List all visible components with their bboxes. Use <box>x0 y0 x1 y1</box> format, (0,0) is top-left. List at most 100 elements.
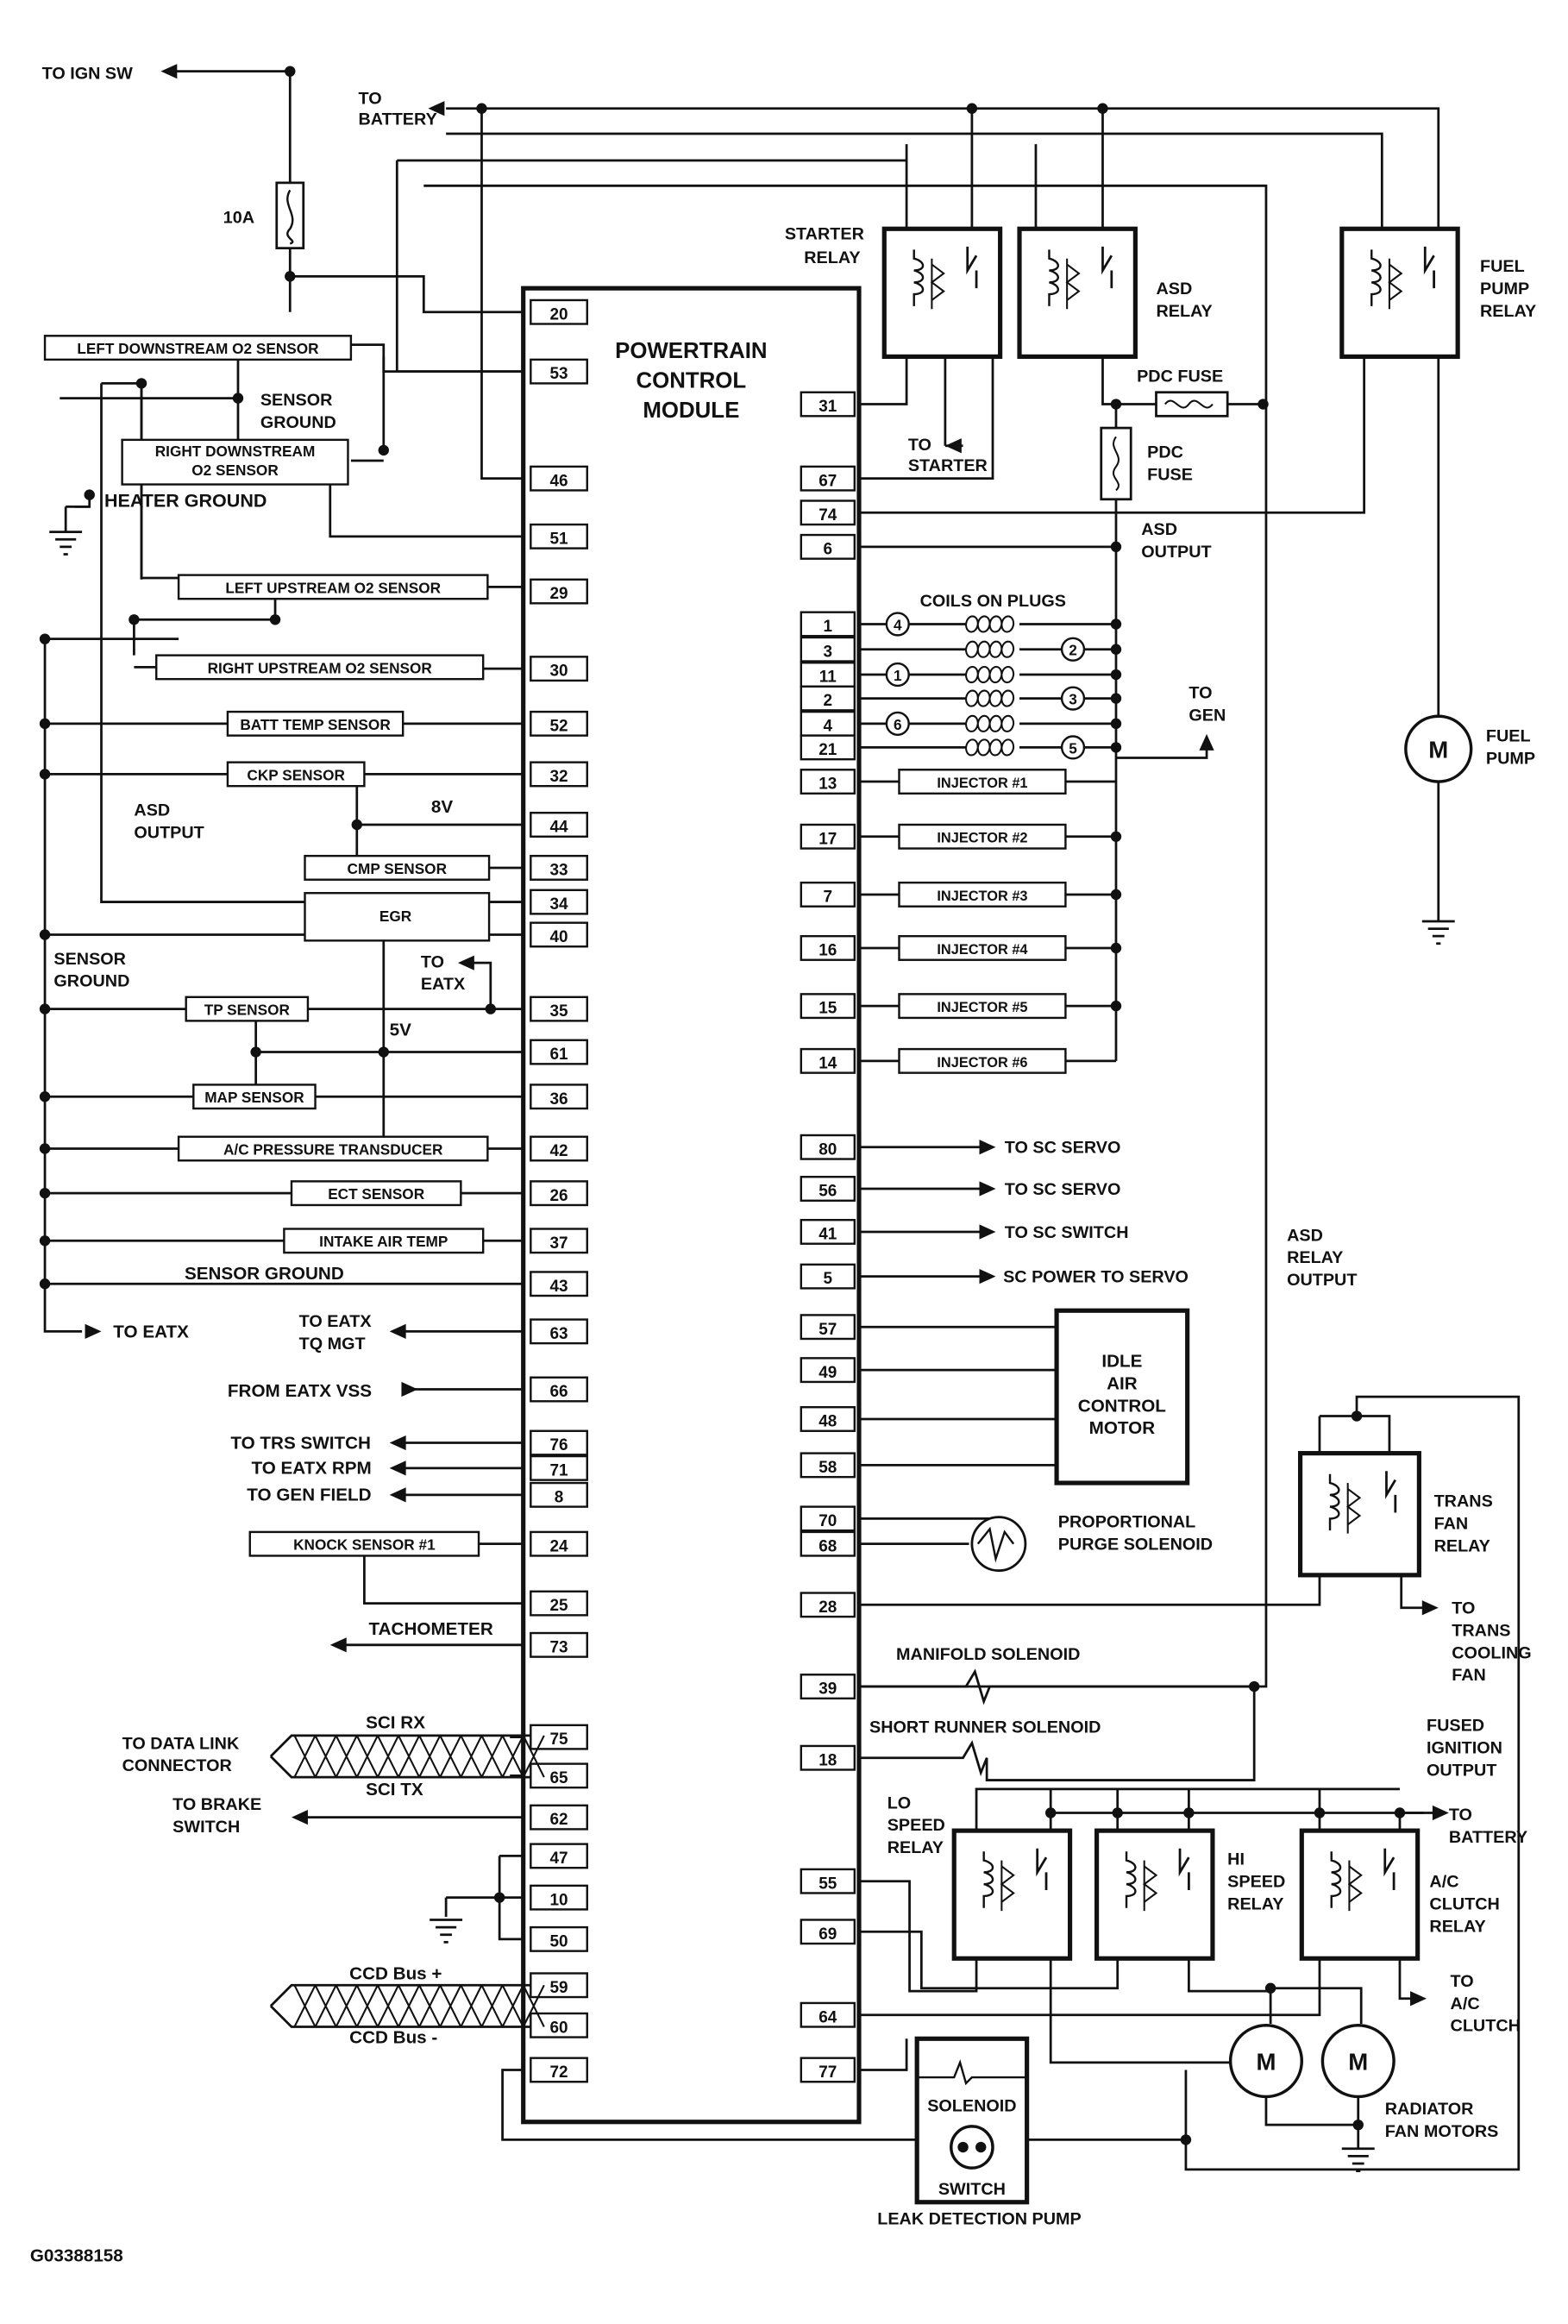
junction-dot <box>1110 1000 1122 1012</box>
idle-air-label: MOTOR <box>1089 1418 1156 1438</box>
pcm-pin-box-right <box>800 1530 856 1557</box>
from-eatx-vss-label: FROM EATX VSS <box>228 1381 372 1401</box>
to-starter-label: TO <box>908 436 931 455</box>
pcm-pin-box-left <box>530 996 588 1022</box>
sensor-ground-label: SENSOR <box>53 950 126 969</box>
wire <box>480 108 531 481</box>
relay-switch-icon <box>1178 1848 1190 1891</box>
pcm-pin-number: 67 <box>818 472 837 490</box>
motor-icon <box>1404 714 1473 783</box>
pcm-pin-number: 14 <box>818 1054 837 1072</box>
pcm-pin-number: 30 <box>550 663 568 681</box>
pcm-pin-box-right <box>800 823 856 850</box>
wire <box>329 484 531 538</box>
pcm-pin-box-right <box>800 1674 856 1700</box>
wire <box>1398 1958 1415 2001</box>
pcm-pin-number: 31 <box>818 398 837 416</box>
sci-bus <box>269 1734 531 1779</box>
pcm-pin-box-right <box>800 993 856 1020</box>
pcm-pin-number: 43 <box>550 1278 568 1296</box>
sensor-label: CKP SENSOR <box>247 766 345 783</box>
ect-sensor <box>290 1180 462 1207</box>
sensor-label: EGR <box>379 908 412 925</box>
pcm-pin-box-right <box>800 769 856 795</box>
coil-number: 6 <box>894 716 902 733</box>
ccd-minus-label: CCD Bus - <box>349 2027 437 2047</box>
relay-coil-icon <box>1330 1851 1342 1908</box>
sensor-label: RIGHT UPSTREAM O2 SENSOR <box>208 659 433 676</box>
junction-dot <box>378 444 389 456</box>
pcm-pin-number: 18 <box>818 1751 837 1769</box>
relay-zigzag <box>1000 1865 1015 1903</box>
5v-label: 5V <box>390 1021 411 1040</box>
asd-output-left-label: OUTPUT <box>134 823 204 842</box>
pcm-pin-box-right <box>800 1592 856 1618</box>
junction-dot <box>378 1046 389 1058</box>
sensor-label: RIGHT DOWNSTREAM <box>155 443 316 460</box>
pcm-title: POWERTRAIN <box>615 339 767 363</box>
pcm-pin-box-left <box>530 1376 588 1403</box>
arrow-head <box>979 1269 996 1284</box>
fuel-pump-relay-label: FUEL <box>1480 257 1525 276</box>
pdc-fuse-v-label: FUSE <box>1147 465 1193 484</box>
sc-output-label: SC POWER TO SERVO <box>1003 1268 1189 1287</box>
to-trans-cooling-fan-label: COOLING <box>1452 1643 1531 1662</box>
arrow-head <box>979 1140 996 1155</box>
pcm-pin-number: 76 <box>550 1436 568 1454</box>
pcm-pin-number: 70 <box>818 1512 837 1530</box>
pcm-pin-number: 68 <box>818 1537 837 1555</box>
pcm-pin-number: 52 <box>550 717 568 735</box>
wire <box>395 160 531 374</box>
ckp-sensor <box>226 761 366 788</box>
asd-relay-output-label: RELAY <box>1287 1248 1343 1267</box>
pcm-pin-box-left <box>530 889 588 915</box>
sensor-label: O2 SENSOR <box>191 462 279 479</box>
wire <box>133 599 277 669</box>
arrow-head <box>944 438 962 454</box>
sensor-ground-label: GROUND <box>53 972 129 991</box>
pcm-pin-box-right <box>800 1505 856 1532</box>
pcm-pin-box-left <box>530 578 588 605</box>
wire <box>1115 743 1208 759</box>
arrow-head <box>389 1460 406 1476</box>
relay-switch-icon <box>1036 1848 1048 1891</box>
pcm-pin-number: 15 <box>818 1000 837 1018</box>
fused-ignition-output-label: FUSED <box>1427 1717 1484 1736</box>
tachometer-label: TACHOMETER <box>369 1619 493 1639</box>
wire <box>288 248 531 314</box>
junction-dot <box>39 1235 51 1247</box>
wire <box>1184 1395 1521 2171</box>
starter-relay-label: RELAY <box>804 248 860 267</box>
pcm-pin-number: 4 <box>824 717 833 735</box>
junction-dot <box>269 614 281 625</box>
pcm-pin-box-right <box>800 662 856 688</box>
injector-label: INJECTOR #4 <box>937 942 1028 958</box>
pcm-pin-box-left <box>530 1228 588 1254</box>
junction-dot <box>39 1278 51 1290</box>
manifold-solenoid-label: MANIFOLD SOLENOID <box>896 1645 1080 1664</box>
pcm-pin-box-right <box>800 734 856 761</box>
pcm-pin-number: 25 <box>550 1597 568 1615</box>
pcm-pin-number: 11 <box>819 669 837 687</box>
coil-number-circle <box>885 612 910 637</box>
pcm-pin-number: 49 <box>818 1364 837 1382</box>
ac-clutch-relay-label: CLUTCH <box>1429 1894 1499 1913</box>
junction-dot <box>476 103 487 114</box>
pcm-pin-number: 39 <box>818 1680 837 1699</box>
to-data-link-label: TO DATA LINK <box>122 1734 240 1753</box>
radiator-fan-motors-label: FAN MOTORS <box>1385 2122 1499 2141</box>
arrow-head <box>389 1487 406 1503</box>
pcm-pin-number: 57 <box>818 1321 837 1339</box>
pcm-pin-box-right <box>800 1744 856 1771</box>
fuse-element <box>1163 399 1214 409</box>
to-battery-bottom-label: TO <box>1449 1806 1472 1825</box>
to-trans-cooling-fan-label: TRANS <box>1452 1621 1510 1640</box>
wire <box>1049 1958 1272 2064</box>
to-battery-label: TO <box>359 90 382 109</box>
wire <box>858 1574 1321 1606</box>
sensor-label: ECT SENSOR <box>328 1185 425 1203</box>
junction-dot <box>129 614 140 625</box>
injector-label: INJECTOR #2 <box>937 831 1027 846</box>
pcm-pin-box-left <box>530 1180 588 1207</box>
